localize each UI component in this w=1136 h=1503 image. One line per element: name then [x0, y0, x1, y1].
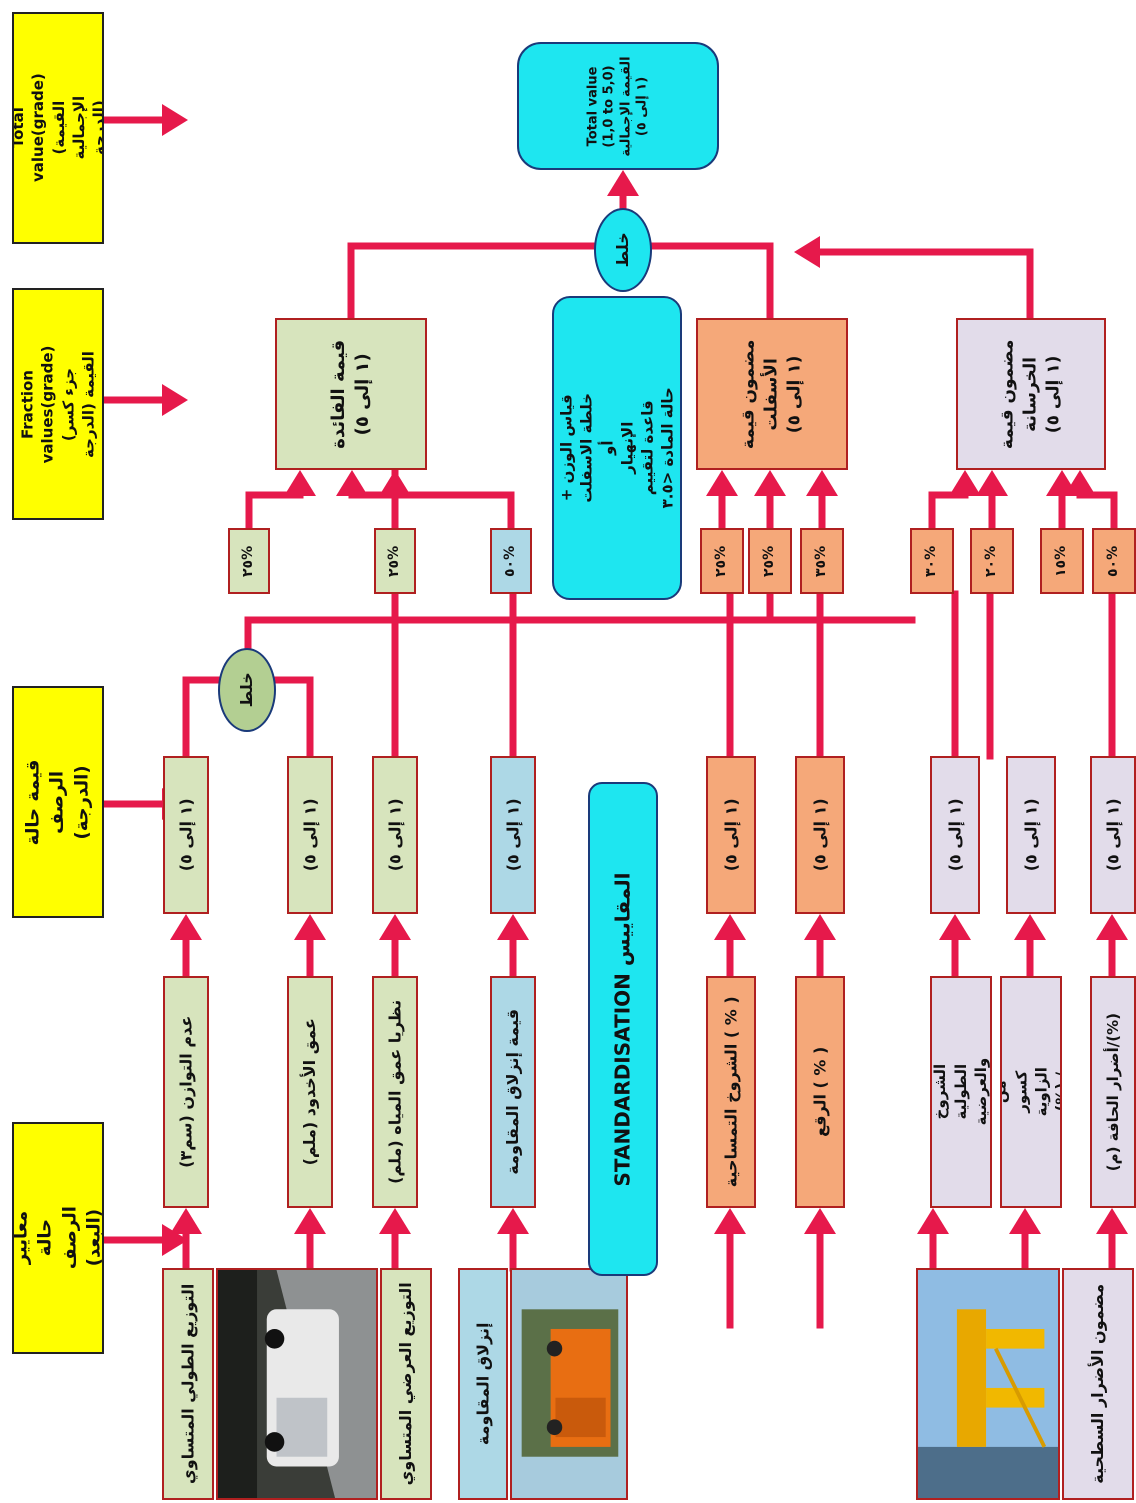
grade-rut-depth: (١ إلى ٥): [287, 756, 333, 914]
measurement-skid-resistance: إنزلاق المقاومة: [458, 1268, 508, 1500]
measurement-surface-damage: مضمون الأضرار السطحية: [1062, 1268, 1134, 1500]
measurement-transverse-evenness: التوزيع العرضي المتساوي: [380, 1268, 432, 1500]
arrow-head-up: [754, 470, 786, 496]
criterion-edge-damage: أضرار الحافة (م)/(%): [1090, 976, 1136, 1208]
fraction-usage-value: قيمة الفائدة (١ إلى ٥): [275, 318, 427, 470]
arrow-head-up: [976, 470, 1008, 496]
criterion-mesh-cracks: الشروخ التمساحية ( % ): [706, 976, 756, 1208]
arrow-head-right: [162, 384, 188, 416]
arrow-head-up: [1009, 1208, 1041, 1234]
weight-unevenness: ٢٥%: [228, 528, 270, 594]
weight-long-trans-cracks: ٣٠%: [910, 528, 954, 594]
arrow-head-up: [170, 914, 202, 940]
weight-water-depth: ٢٥%: [374, 528, 416, 594]
weighting-rule-note: قياس الوزن + خلطة الاسفلت أو الإنهيار قا…: [552, 296, 682, 600]
weight-mesh-cracks: ٢٥%: [700, 528, 744, 594]
arrow-head-up: [714, 1208, 746, 1234]
arrow-head-up: [1014, 914, 1046, 940]
total-value-box: Total value (1,0 to 5,0) القيمة الإجمالي…: [517, 42, 719, 170]
grade-corner-breaks: (١ إلى ٥): [1006, 756, 1056, 914]
grade-edge-damage: (١ إلى ٥): [1090, 756, 1136, 914]
criterion-corner-breaks: العديد من كسور الزاوية (%) / (-): [1000, 976, 1062, 1208]
mix-oval-total: خلط: [594, 208, 652, 292]
arrow-head-up: [336, 470, 368, 496]
arrow-head-up: [949, 470, 981, 496]
arrow-head-right: [162, 104, 188, 136]
fraction-concrete-content: مضمون قيمة الخرسانة (١ إلى ٥): [956, 318, 1106, 470]
arrow-head: [794, 236, 820, 268]
weight-skid-value: ٥٠%: [490, 528, 532, 594]
weight-patching: ٣٥%: [800, 528, 844, 594]
arrow-head-up: [294, 914, 326, 940]
legend-total-value: Total value(grade) (القيمة الإجمالية (ال…: [12, 12, 104, 244]
criterion-unevenness: عدم التوازن (سم٣): [163, 976, 209, 1208]
arrow-head-up: [804, 914, 836, 940]
criterion-rut-depth: عمق الأخدود (ملم): [287, 976, 333, 1208]
criterion-water-depth: نظريا عمق المياه (ملم): [372, 976, 418, 1208]
arrow-head-right: [162, 1224, 188, 1256]
arrow-head-up: [379, 1208, 411, 1234]
arrow-head-up: [607, 170, 639, 196]
weight-surface-damage: ٥٠%: [1092, 528, 1136, 594]
skid-truck-photo: [510, 1268, 628, 1500]
legend-pavement-value: قيمة حالة الرصف (الدرجة): [12, 686, 104, 918]
legend-fraction-values: Fraction values(grade) (جزء كسر القيمة (…: [12, 288, 104, 520]
grade-patching: (١ إلى ٥): [795, 756, 845, 914]
grade-mesh-cracks: (١ إلى ٥): [706, 756, 756, 914]
arrow-head-up: [1096, 1208, 1128, 1234]
legend-pavement-criteria: معايير حالة الرصف (البعد): [12, 1122, 104, 1354]
arrow-head-up: [1064, 470, 1096, 496]
profilometer-vehicle-photo: [216, 1268, 378, 1500]
mix-oval-evenness: خلط: [218, 648, 276, 732]
criterion-skid-value: قيمة إنزلاق المقاومة: [490, 976, 536, 1208]
inspection-crane-photo: [916, 1268, 1060, 1500]
measurement-longitudinal-evenness: التوزيع الطولي المتساوي: [162, 1268, 214, 1500]
arrow-head-up: [379, 914, 411, 940]
weight-asphalt-mid: ٢٥%: [748, 528, 792, 594]
arrow-head-up: [170, 1208, 202, 1234]
grade-long-trans-cracks: (١ إلى ٥): [930, 756, 980, 914]
arrow-head-up: [706, 470, 738, 496]
weight-corner-breaks: ٢٠%: [970, 528, 1014, 594]
arrow-head-up: [939, 914, 971, 940]
grade-unevenness: (١ إلى ٥): [163, 756, 209, 914]
criterion-patching: الرقع ( % ): [795, 976, 845, 1208]
arrow-head-up: [497, 1208, 529, 1234]
arrow-head-up: [804, 1208, 836, 1234]
fraction-asphalt-content: مضمون قيمة الأسفلت (١ إلى ٥): [696, 318, 848, 470]
arrow-head-up: [806, 470, 838, 496]
arrow-head-up: [284, 470, 316, 496]
criterion-long-trans-cracks: نسبة الشروخ الطولية والعرضية (م)/(%): [930, 976, 992, 1208]
arrow-head-up: [714, 914, 746, 940]
standardisation-label: STANDARDISATION المقاييس: [588, 782, 658, 1276]
grade-water-depth: (١ إلى ٥): [372, 756, 418, 914]
arrow-head-up: [379, 470, 411, 496]
arrow-head-up: [497, 914, 529, 940]
arrow-head-up: [917, 1208, 949, 1234]
arrow-head-up: [1096, 914, 1128, 940]
arrow-head-up: [294, 1208, 326, 1234]
grade-skid-value: (١ إلى ٥): [490, 756, 536, 914]
weight-edge-damage: ١٥%: [1040, 528, 1084, 594]
